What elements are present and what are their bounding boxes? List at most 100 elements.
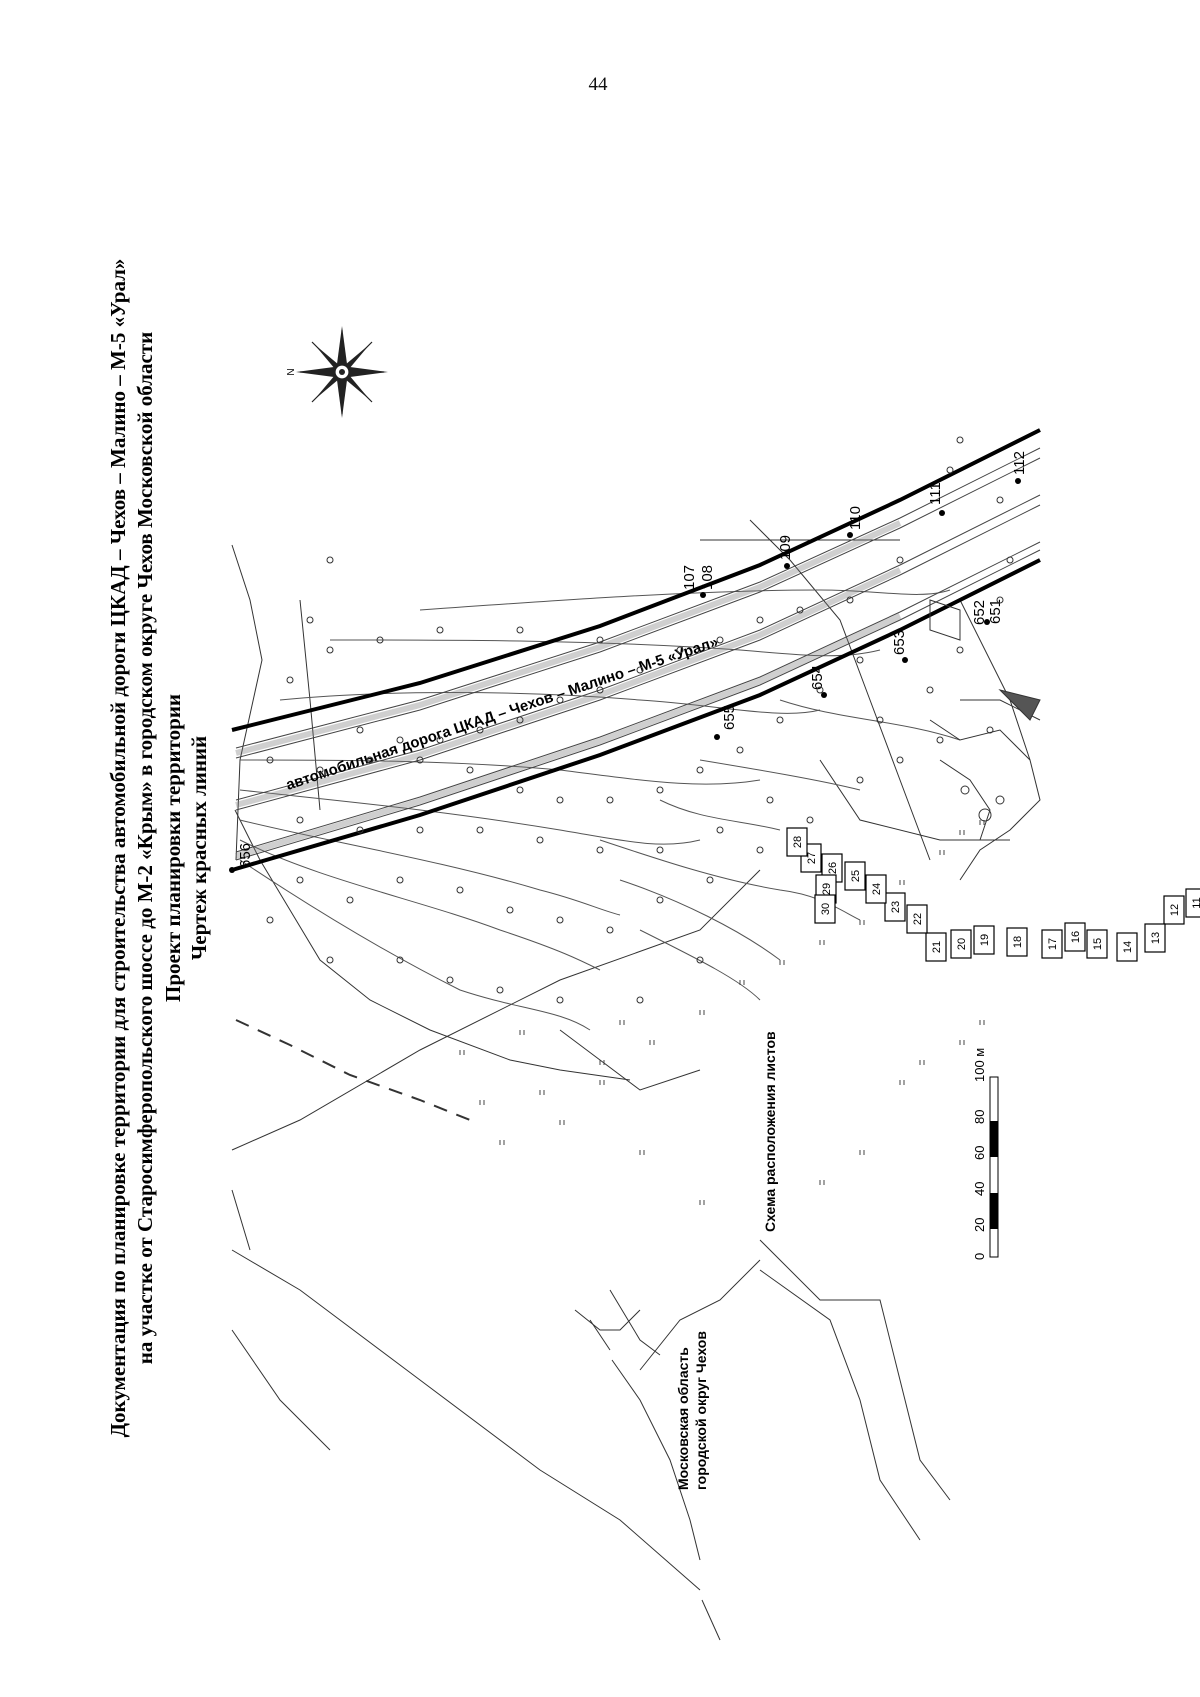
- sheet-number: 24: [871, 883, 883, 895]
- tree-symbol: [656, 786, 664, 794]
- tree-symbol: [816, 686, 824, 694]
- sheet-cell: 28: [786, 827, 808, 857]
- tree-symbol: [346, 896, 354, 904]
- sheet-cell: 11: [1185, 888, 1200, 918]
- picket-111: 111: [927, 482, 944, 505]
- scale-tick-80: 80: [972, 1110, 987, 1124]
- compass-rose-icon: N: [286, 326, 388, 418]
- tree-symbol: [596, 686, 604, 694]
- tree-symbol: [1006, 556, 1014, 564]
- tree-symbol: [716, 636, 724, 644]
- sheet-rect: [1006, 927, 1028, 957]
- sheet-number: 15: [1092, 938, 1104, 950]
- tree-symbol: [676, 646, 684, 654]
- tree-symbol: [596, 636, 604, 644]
- picket-107: 107: [681, 565, 698, 590]
- sheet-scheme-label: Схема расположения листов: [762, 1031, 778, 1232]
- tree-symbol: [326, 556, 334, 564]
- tree-symbol: [936, 736, 944, 744]
- picket-112: 112: [1011, 451, 1028, 475]
- tree-symbol: [856, 776, 864, 784]
- sheet-cell: 18: [1006, 927, 1028, 957]
- sheet-cell: 14: [1116, 932, 1138, 962]
- picket-labels-north: 107 108 109 110 111 112: [681, 451, 1028, 590]
- scale-tick-100: 100 м: [972, 1048, 987, 1082]
- dashed-road: [235, 1019, 471, 1121]
- terrain-lines: [231, 519, 1031, 1641]
- tree-symbol: [356, 726, 364, 734]
- tree-symbol: [516, 626, 524, 634]
- sheet-rect: [865, 874, 887, 904]
- sheet-rect: [814, 894, 836, 924]
- sheet-rect: [906, 904, 928, 934]
- sheet-cell: 13: [1144, 923, 1166, 953]
- tree-symbol: [516, 786, 524, 794]
- picket-108: 108: [699, 565, 716, 590]
- tree-symbol: [696, 766, 704, 774]
- settlement-area: [929, 599, 1041, 881]
- tree-symbol: [846, 596, 854, 604]
- tree-symbol: [636, 666, 644, 674]
- tree-symbol: [416, 756, 424, 764]
- tree-symbol: [296, 816, 304, 824]
- carriageway-lines: [235, 447, 1041, 861]
- tree-symbol: [556, 996, 564, 1004]
- tree-symbol: [716, 826, 724, 834]
- sheet-number: 17: [1047, 938, 1059, 950]
- sheet-number: 29: [821, 883, 833, 895]
- sheet-rect: [1163, 895, 1185, 925]
- tree-symbol: [366, 756, 374, 764]
- contour-lines: [239, 589, 961, 1031]
- tree-symbol: [536, 836, 544, 844]
- scale-bar: 0 20 40 60 80 100 м: [972, 1048, 999, 1260]
- tree-symbol: [466, 766, 474, 774]
- sheet-cell: 25: [844, 861, 866, 891]
- scale-tick-20: 20: [972, 1218, 987, 1232]
- sheet-number: 23: [890, 901, 902, 913]
- sheet-rect: [786, 827, 808, 857]
- meadow-symbols: [459, 820, 985, 1205]
- sheet-cell: 16: [1064, 922, 1086, 952]
- tree-symbol: [806, 816, 814, 824]
- sheet-cell: 30: [814, 894, 836, 924]
- title-line-3: Проект планировки территории: [161, 694, 185, 1002]
- tree-symbol: [706, 876, 714, 884]
- sheet-rect: [1144, 923, 1166, 953]
- tree-symbol: [656, 846, 664, 854]
- tree-symbol: [756, 846, 764, 854]
- sheet-rect: [1041, 929, 1063, 959]
- tree-symbol: [306, 616, 314, 624]
- tree-symbols: [266, 436, 1014, 1004]
- tree-symbol: [636, 996, 644, 1004]
- red-lines: [231, 428, 1041, 872]
- tree-symbol: [476, 826, 484, 834]
- sheet-rect: [925, 932, 947, 962]
- tree-symbol: [946, 466, 954, 474]
- picket-653: 653: [891, 630, 908, 655]
- picket-655: 655: [721, 705, 738, 730]
- tree-symbol: [266, 756, 274, 764]
- sheet-number: 13: [1150, 932, 1162, 944]
- sheet-number: 20: [956, 938, 968, 950]
- tree-symbol: [606, 796, 614, 804]
- picket-651: 651: [987, 599, 1004, 624]
- picket-markers: [229, 478, 1021, 873]
- page-number: 44: [588, 74, 608, 95]
- sheet-rect: [1116, 932, 1138, 962]
- tree-symbol: [286, 676, 294, 684]
- tree-symbol: [496, 986, 504, 994]
- scale-tick-0: 0: [972, 1253, 987, 1260]
- tree-symbol: [926, 686, 934, 694]
- sheet-number: 16: [1070, 931, 1082, 943]
- tree-symbol: [326, 646, 334, 654]
- sheet-number: 11: [1191, 897, 1200, 908]
- sheet-number: 14: [1122, 941, 1134, 953]
- tree-symbol: [446, 976, 454, 984]
- title-line-4: Чертеж красных линий: [187, 736, 211, 960]
- region-label-2: городской округ Чехов: [693, 1331, 709, 1490]
- sheet-number: 21: [931, 941, 943, 953]
- sheet-number: 26: [827, 862, 839, 874]
- tree-symbol: [506, 906, 514, 914]
- scale-tick-40: 40: [972, 1182, 987, 1196]
- tree-symbol: [696, 956, 704, 964]
